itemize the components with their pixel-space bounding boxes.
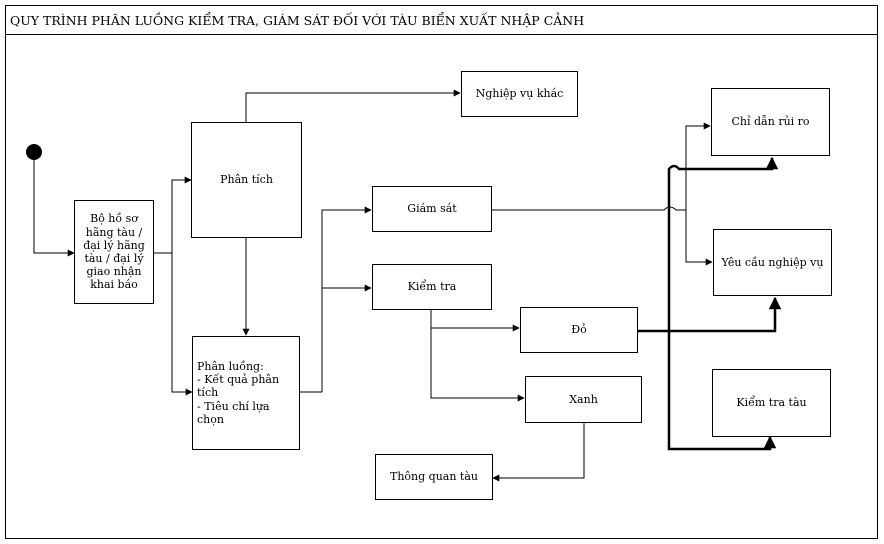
node-chi-dan-rui-ro: Chỉ dẫn rủi ro <box>711 88 830 156</box>
node-bo-ho-so: Bộ hồ sơ hãng tàu / đại lý hãng tàu / đạ… <box>74 200 154 304</box>
node-kiem-tra-tau-label: Kiểm tra tàu <box>736 396 807 410</box>
connector-giam-sat-right <box>492 206 686 211</box>
connector-phan-tich-to-nghiep-vu-khac <box>245 89 461 122</box>
connector-bold-vertical <box>667 156 779 331</box>
connector-xanh-to-thong-quan-tau <box>492 423 585 482</box>
node-xanh-label: Xanh <box>569 392 598 406</box>
node-giam-sat-label: Giám sát <box>407 202 457 216</box>
connector-to-phan-tich <box>171 176 192 253</box>
connector-start-to-bo-ho-so <box>33 160 75 257</box>
node-thong-quan-tau: Thông quan tàu <box>375 454 493 500</box>
diagram-frame <box>5 5 878 539</box>
node-kiem-tra: Kiểm tra <box>372 264 492 310</box>
node-yeu-cau-nghiep-vu: Yêu cầu nghiệp vụ <box>713 229 832 296</box>
node-do-label: Đỏ <box>571 323 587 337</box>
connector-kiem-tra-to-xanh <box>430 328 525 402</box>
node-phan-tich: Phân tích <box>191 122 302 238</box>
node-do: Đỏ <box>520 307 638 353</box>
node-thong-quan-tau-label: Thông quan tàu <box>390 470 478 484</box>
connector-do-bold <box>638 296 782 333</box>
node-phan-tich-label: Phân tích <box>220 173 273 187</box>
diagram-title: QUY TRÌNH PHÂN LUỒNG KIỂM TRA, GIÁM SÁT … <box>10 12 585 28</box>
node-kiem-tra-tau: Kiểm tra tàu <box>712 369 831 437</box>
connector-bold-to-kiem-tra-tau <box>667 331 777 451</box>
node-chi-dan-rui-ro-label: Chỉ dẫn rủi ro <box>731 115 810 129</box>
node-nghiep-vu-khac-label: Nghiệp vụ khác <box>475 87 564 101</box>
connector-to-yeu-cau-nghiep-vu-thin <box>685 210 713 266</box>
node-kiem-tra-label: Kiểm tra <box>407 280 457 294</box>
node-phan-luong: Phân luồng: - Kết quả phân tích - Tiêu c… <box>192 336 300 450</box>
connector-kiem-tra-to-do <box>430 310 520 332</box>
node-phan-luong-label: Phân luồng: - Kết quả phân tích - Tiêu c… <box>197 360 280 426</box>
node-bo-ho-so-label: Bộ hồ sơ hãng tàu / đại lý hãng tàu / đạ… <box>83 212 145 292</box>
connector-to-giam-sat <box>321 206 372 392</box>
start-node-dot <box>26 144 42 160</box>
connector-to-chi-dan-rui-ro <box>685 122 711 210</box>
connector-to-phan-luong <box>171 253 193 396</box>
node-giam-sat: Giám sát <box>372 186 492 232</box>
node-nghiep-vu-khac: Nghiệp vụ khác <box>461 71 578 117</box>
node-xanh: Xanh <box>525 376 642 423</box>
node-yeu-cau-nghiep-vu-label: Yêu cầu nghiệp vụ <box>721 255 824 269</box>
